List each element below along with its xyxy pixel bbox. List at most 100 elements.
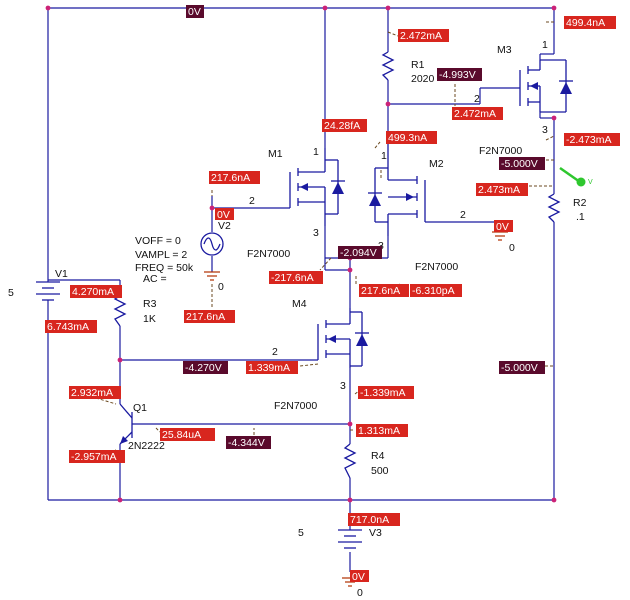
- ground-label-v3: 0: [357, 587, 363, 599]
- current-tag-q1-collector: 2.932mA: [69, 386, 121, 399]
- svg-text:-217.6nA: -217.6nA: [271, 272, 314, 284]
- svg-text:1.313mA: 1.313mA: [358, 425, 400, 437]
- probe-cursor-icon[interactable]: V: [559, 166, 593, 187]
- current-tag-q1-emitter: -2.957mA: [69, 450, 125, 463]
- v2-vampl: VAMPL = 2: [135, 249, 187, 261]
- current-tag-m3-gate: 2.472mA: [452, 107, 503, 120]
- current-tag-m2-drain: 499.3nA: [386, 131, 437, 144]
- m1-pin-source: 3: [313, 227, 319, 239]
- ground-label-v2: 0: [218, 281, 224, 293]
- current-tag-v1-plus: 4.270mA: [70, 285, 122, 298]
- v3-value: 5: [298, 527, 304, 539]
- r3-resistor: R3 1K: [113, 295, 157, 327]
- m3-pin-drain: 1: [542, 39, 548, 51]
- current-tag-r1-top: 2.472mA: [398, 29, 449, 42]
- v2-ac: AC =: [143, 273, 167, 285]
- v2-freq: FREQ = 50k: [135, 262, 194, 274]
- svg-text:499.3nA: 499.3nA: [388, 132, 427, 144]
- m1-model: F2N7000: [247, 248, 290, 260]
- voltage-tag-top-rail: 0V: [186, 5, 204, 18]
- voltage-tag-v2-out: 0V: [215, 208, 234, 221]
- current-tag-q1-base: 25.84uA: [160, 428, 215, 441]
- q1-npn-transistor: Q1 2N2222: [119, 402, 165, 452]
- ground-symbol-m2: 0: [492, 231, 515, 254]
- svg-text:1.339mA: 1.339mA: [248, 362, 290, 374]
- m4-pin-source: 3: [340, 380, 346, 392]
- svg-text:0V: 0V: [188, 6, 201, 18]
- svg-text:V: V: [588, 179, 593, 186]
- m3-model: F2N7000: [479, 145, 522, 157]
- svg-text:-1.339mA: -1.339mA: [360, 387, 406, 399]
- current-markers: 2.472mA 499.4nA 2.472mA 24.28fA 499.3nA …: [45, 16, 620, 526]
- current-tag-m2-bulk: -6.310pA: [410, 284, 462, 297]
- voltage-tag-m2-gate: 0V: [494, 220, 513, 233]
- m3-name: M3: [497, 44, 512, 56]
- r3-value: 1K: [143, 313, 156, 325]
- q1-model: 2N2222: [128, 440, 165, 452]
- r4-value: 500: [371, 465, 389, 477]
- v1-dc-source: V1 5: [8, 268, 68, 301]
- svg-text:-4.993V: -4.993V: [439, 69, 476, 81]
- q1-name: Q1: [133, 402, 147, 414]
- r1-name: R1: [411, 59, 425, 71]
- svg-text:-5.000V: -5.000V: [501, 362, 538, 374]
- ground-symbol-v2: 0: [204, 271, 224, 293]
- svg-text:2.932mA: 2.932mA: [71, 387, 113, 399]
- current-tag-v1-minus: 6.743mA: [45, 320, 97, 333]
- v3-name: V3: [369, 527, 382, 539]
- r1-value: 2020: [411, 73, 435, 85]
- current-tag-m4-gate: 1.339mA: [246, 361, 298, 374]
- v1-value: 5: [8, 287, 14, 299]
- voltage-tag-q1-base: -4.344V: [226, 436, 271, 449]
- voltage-tag-node-m1-source: -2.094V: [338, 246, 382, 259]
- svg-text:-6.310pA: -6.310pA: [412, 285, 455, 297]
- voltage-tag-v3-bottom: 0V: [350, 570, 369, 583]
- m2-model: F2N7000: [415, 261, 458, 273]
- r2-name: R2: [573, 197, 587, 209]
- m4-nmos: M4 F2N7000 2 3: [272, 298, 369, 412]
- r3-name: R3: [143, 298, 157, 310]
- svg-text:4.270mA: 4.270mA: [72, 286, 114, 298]
- voltage-tag-right-node: -5.000V: [499, 361, 545, 374]
- svg-text:217.6nA: 217.6nA: [361, 285, 400, 297]
- current-tag-m3-drain: 499.4nA: [564, 16, 616, 29]
- current-tag-v2-top: 217.6nA: [209, 171, 260, 184]
- v3-dc-source: V3 5: [298, 527, 382, 549]
- current-tag-v3-top: 717.0nA: [348, 513, 400, 526]
- svg-text:217.6nA: 217.6nA: [211, 172, 250, 184]
- svg-text:0V: 0V: [352, 571, 365, 583]
- r2-resistor: R2 .1: [547, 193, 587, 223]
- v2-name: V2: [218, 220, 231, 232]
- voltage-tag-m4-gate: -4.270V: [183, 361, 228, 374]
- svg-text:6.743mA: 6.743mA: [47, 321, 89, 333]
- voltage-tag-r1-bottom: -4.993V: [437, 68, 482, 81]
- r2-value: .1: [576, 211, 585, 223]
- current-tag-r2-top: 2.473mA: [476, 183, 528, 196]
- current-tag-m4-source: -1.339mA: [358, 386, 414, 399]
- v1-name: V1: [55, 268, 68, 280]
- svg-text:-2.094V: -2.094V: [340, 247, 377, 259]
- svg-text:-5.000V: -5.000V: [501, 158, 538, 170]
- svg-text:2.472mA: 2.472mA: [454, 108, 496, 120]
- r4-resistor: R4 500: [343, 443, 389, 479]
- voltage-markers: 0V -4.993V -5.000V 0V 0V -2.094V -4.270V: [183, 5, 545, 583]
- m1-nmos: M1 F2N7000 1 2 3: [247, 146, 345, 260]
- svg-text:0V: 0V: [496, 221, 509, 233]
- m4-name: M4: [292, 298, 307, 310]
- m2-nmos: M2 F2N7000 1 2 3: [368, 138, 466, 273]
- svg-text:2.473mA: 2.473mA: [478, 184, 520, 196]
- svg-text:0V: 0V: [217, 209, 230, 221]
- m1-pin-gate: 2: [249, 195, 255, 207]
- voltage-tag-m3-source: -5.000V: [499, 157, 545, 170]
- svg-text:217.6nA: 217.6nA: [186, 311, 225, 323]
- current-tag-v2-bottom: 217.6nA: [184, 310, 235, 323]
- ground-label-m2: 0: [509, 242, 515, 254]
- m3-pin-source: 3: [542, 124, 548, 136]
- current-tag-m1-source: -217.6nA: [269, 271, 323, 284]
- svg-text:25.84uA: 25.84uA: [162, 429, 201, 441]
- current-tag-r4-top: 1.313mA: [356, 424, 408, 437]
- svg-text:-2.473mA: -2.473mA: [566, 134, 612, 146]
- m4-pin-gate: 2: [272, 346, 278, 358]
